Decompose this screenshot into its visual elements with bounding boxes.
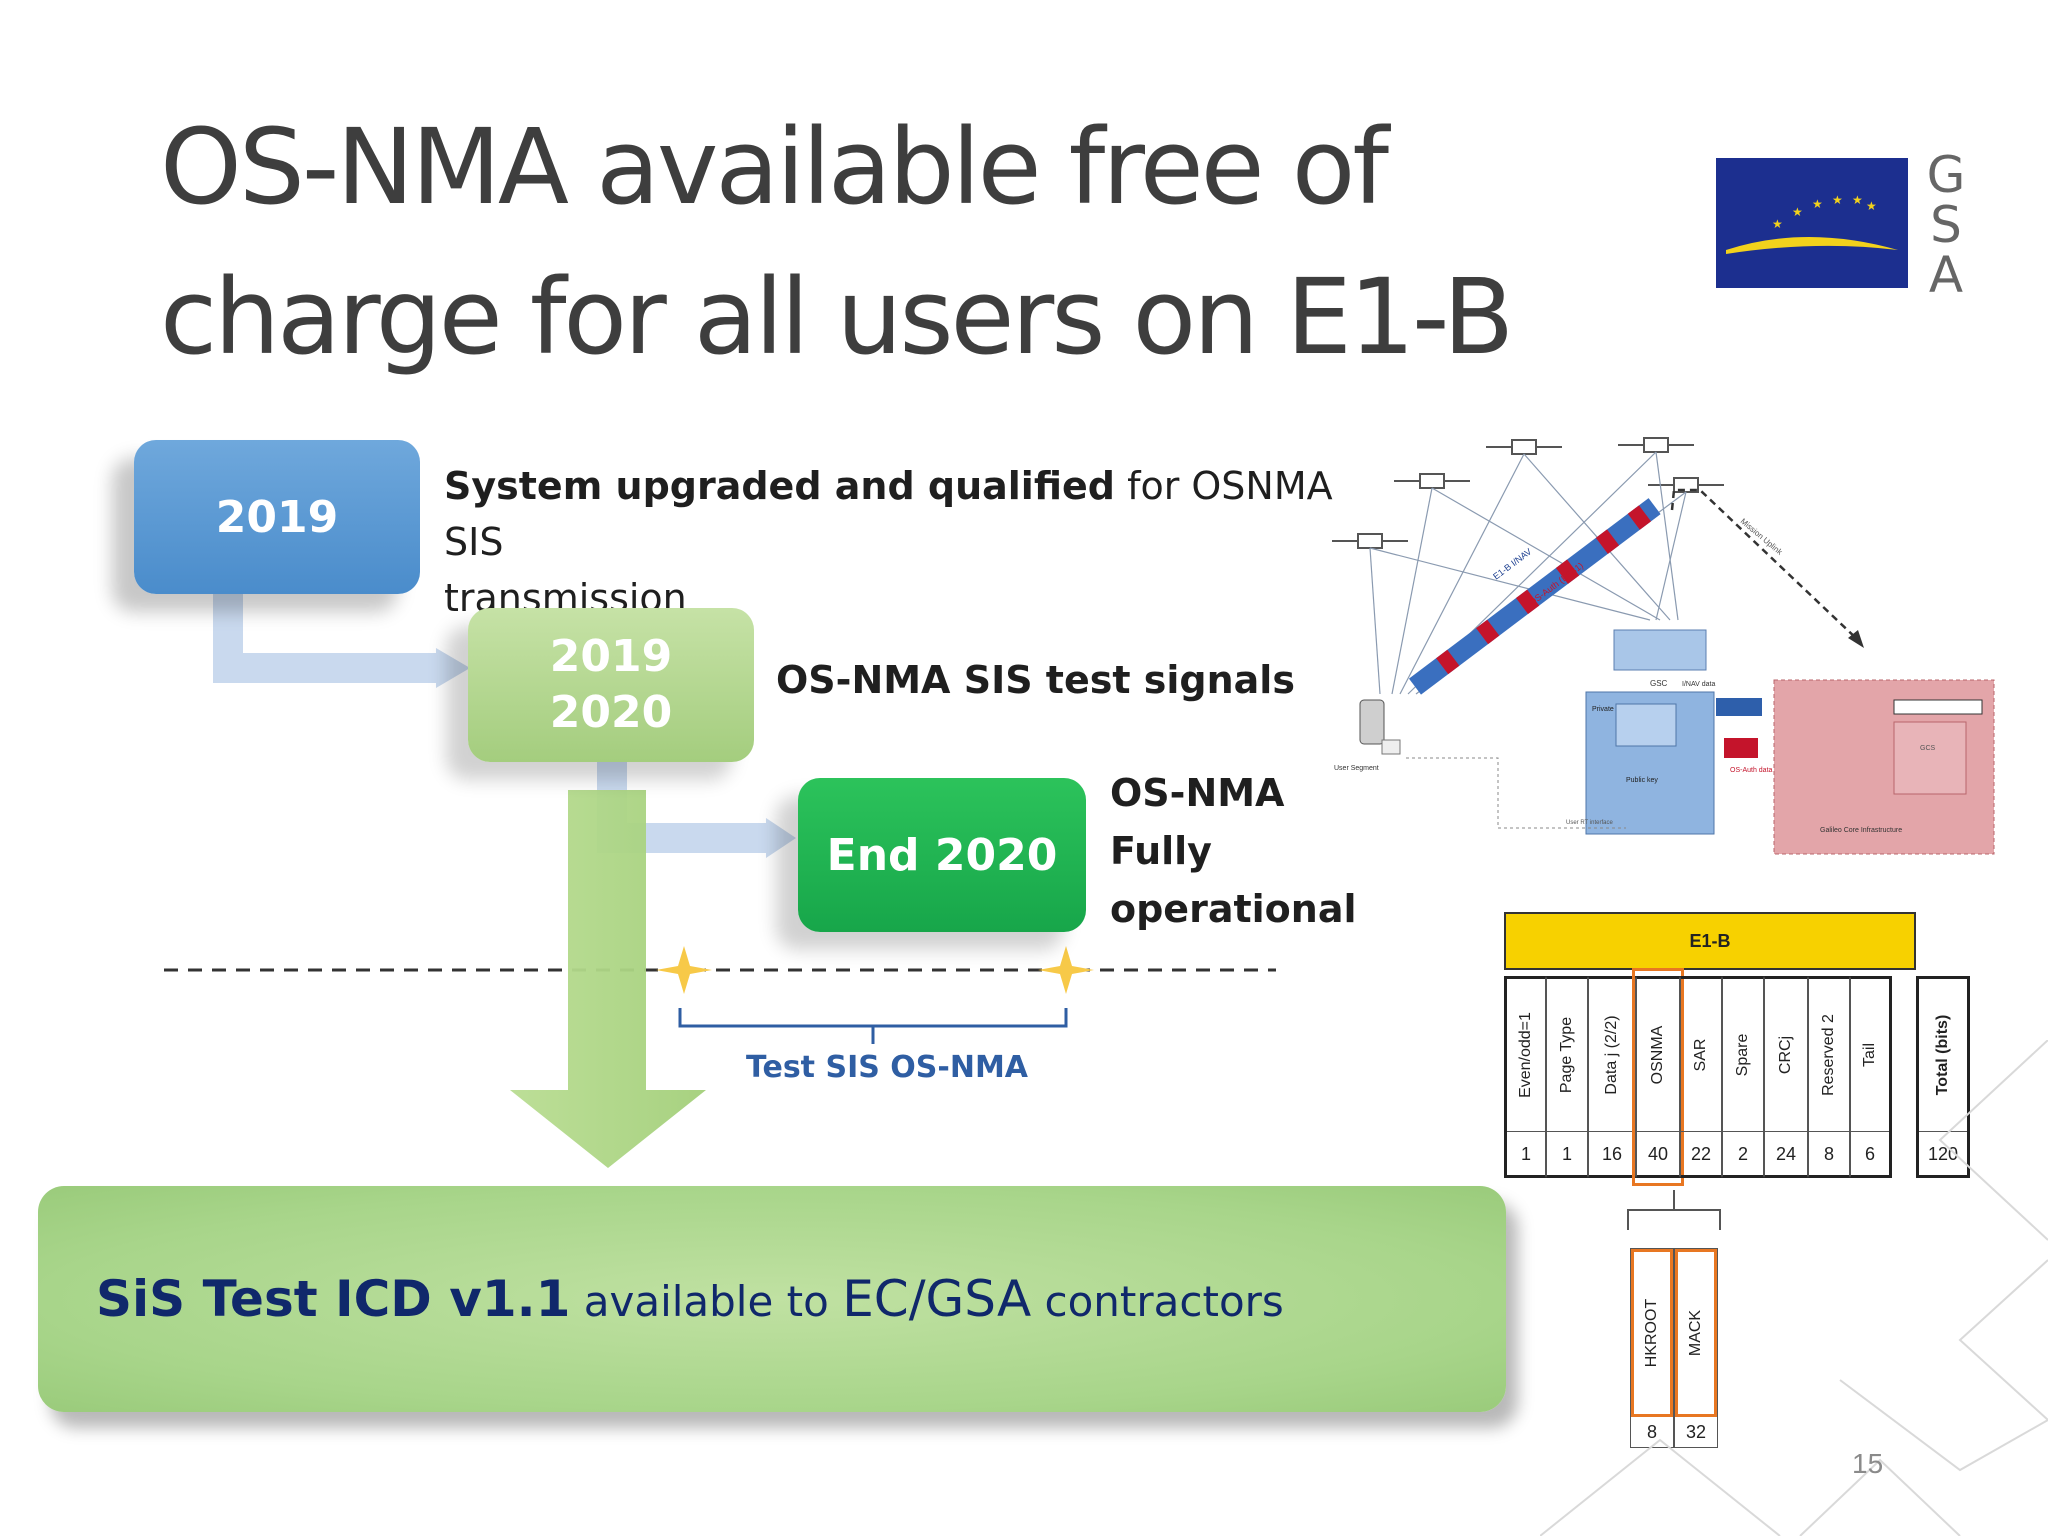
e1b-field-bits: 2 bbox=[1737, 1143, 1748, 1164]
step1-desc-bold: System upgraded and qualified bbox=[444, 464, 1115, 508]
slide-title: OS-NMA available free of charge for all … bbox=[160, 92, 1560, 392]
signal-label-top: E1-B I/NAV bbox=[1491, 546, 1533, 581]
svg-text:★: ★ bbox=[1852, 193, 1863, 207]
logo-letter-a: A bbox=[1928, 246, 1964, 304]
icd-banner-bold: SiS Test ICD v1.1 bbox=[96, 1270, 571, 1328]
logo-letter-s: S bbox=[1930, 196, 1962, 254]
title-line-2: charge for all users on E1-B bbox=[160, 256, 1514, 378]
e1b-field-bits: 40 bbox=[1647, 1143, 1669, 1164]
e1b-column-data-j-2-2-: Data j (2/2)16 bbox=[1588, 976, 1636, 1178]
private-key-label: Private key bbox=[1592, 706, 1627, 713]
e1b-header: E1-B bbox=[1504, 912, 1916, 970]
gsa-arc-icon: ★ ★ ★ ★ ★ ★ bbox=[1726, 193, 1898, 254]
year-2019-2020-line1: 2019 bbox=[549, 631, 673, 682]
gsc-label: GSC bbox=[1650, 679, 1668, 688]
sparkle-icon-1 bbox=[656, 946, 712, 994]
satellite-icons bbox=[1332, 437, 1724, 549]
inav-data-label: I/NAV data bbox=[1682, 681, 1715, 688]
step3-description: OS-NMA Fully operational bbox=[1110, 764, 1370, 938]
user-device-icon bbox=[1359, 699, 1385, 745]
signal-band bbox=[1408, 498, 1661, 695]
e1b-field-name: Even/odd=1 bbox=[1517, 1012, 1534, 1098]
end-2020-box: End 2020 bbox=[798, 778, 1086, 932]
step2-description: OS-NMA SIS test signals bbox=[776, 658, 1295, 702]
end-2020-label: End 2020 bbox=[826, 829, 1058, 881]
e1b-field-bits: 16 bbox=[1601, 1143, 1623, 1164]
uplink-arrow bbox=[1670, 488, 1859, 641]
mission-uplink-label: Mission Uplink bbox=[1739, 517, 1785, 558]
elbow-arrow-1 bbox=[213, 592, 440, 683]
timeline-connectors bbox=[164, 592, 1276, 1168]
step1-description: System upgraded and qualified for OSNMA … bbox=[444, 458, 1344, 626]
step1-desc-rest: for OSNMA SIS bbox=[444, 464, 1333, 564]
title-line-1: OS-NMA available free of bbox=[160, 106, 1389, 228]
e1b-field-bits: 8 bbox=[1823, 1143, 1834, 1164]
year-2019-box: 2019 bbox=[134, 440, 420, 594]
e1b-column-even-odd-1: Even/odd=1 1 bbox=[1504, 976, 1546, 1178]
svg-text:★: ★ bbox=[1832, 193, 1843, 207]
e1b-field-bits: 22 bbox=[1690, 1143, 1712, 1164]
step3-desc-line2: Fully bbox=[1110, 829, 1212, 873]
step3-desc-line3: operational bbox=[1110, 887, 1357, 931]
arrowhead-2 bbox=[766, 818, 796, 858]
step3-desc-line1: OS-NMA bbox=[1110, 771, 1285, 815]
down-arrow bbox=[510, 790, 706, 1168]
public-key-label: Public key bbox=[1626, 777, 1658, 784]
icd-banner-part3: contractors bbox=[1031, 1277, 1284, 1326]
subfield-bits: 8 bbox=[1646, 1421, 1657, 1442]
icd-banner-text: SiS Test ICD v1.1 available to EC/GSA co… bbox=[96, 1270, 1284, 1328]
icd-banner-part2: EC/GSA bbox=[842, 1270, 1032, 1328]
subfield-bits: 32 bbox=[1685, 1421, 1707, 1442]
osnma-highlight bbox=[1632, 968, 1684, 1186]
svg-text:★: ★ bbox=[1792, 205, 1803, 219]
svg-text:★: ★ bbox=[1772, 217, 1783, 231]
year-2019-label: 2019 bbox=[215, 491, 339, 543]
user-segment-label: User Segment bbox=[1334, 765, 1379, 772]
osnma-bracket bbox=[1627, 1190, 1721, 1230]
page-number: 15 bbox=[1852, 1448, 1884, 1479]
logo-letter-g: G bbox=[1926, 146, 1966, 204]
e1b-field-bits: 1 bbox=[1561, 1143, 1572, 1164]
gsc-box bbox=[1613, 629, 1707, 671]
e1b-field-bits: 6 bbox=[1864, 1143, 1875, 1164]
user-interface-label: User RT interface bbox=[1566, 820, 1613, 826]
year-2019-2020-box: 2019 2020 bbox=[468, 608, 754, 762]
arrowhead-1 bbox=[436, 648, 470, 688]
link-bar bbox=[1716, 698, 1762, 716]
os-auth-data-block bbox=[1724, 738, 1758, 758]
icd-banner: SiS Test ICD v1.1 available to EC/GSA co… bbox=[38, 1186, 1506, 1412]
os-auth-data-label: OS-Auth data bbox=[1730, 767, 1773, 774]
gsa-letters: G S A bbox=[1926, 150, 1966, 300]
e1b-field-bits: 24 bbox=[1775, 1143, 1797, 1164]
test-sis-label: Test SIS OS-NMA bbox=[746, 1050, 1029, 1085]
svg-text:★: ★ bbox=[1812, 197, 1823, 211]
year-2019-2020-line2: 2020 bbox=[549, 687, 673, 738]
test-bracket bbox=[678, 1008, 1068, 1044]
architecture-diagram: E1-B I/NAV OS-Auth (E5B1) Mission Uplink… bbox=[1332, 437, 1995, 855]
svg-text:★: ★ bbox=[1866, 199, 1877, 213]
sparkle-icon-2 bbox=[1038, 946, 1094, 994]
galileo-core-label: Galileo Core Infrastructure bbox=[1820, 827, 1902, 834]
e1b-field-bits: 1 bbox=[1520, 1143, 1531, 1164]
gcs-label: GCS bbox=[1920, 745, 1936, 752]
background-lines bbox=[1540, 1040, 2048, 1536]
eu-flag-logo: ★ ★ ★ ★ ★ ★ bbox=[1716, 158, 1908, 288]
icd-banner-part1: available to bbox=[570, 1277, 843, 1326]
